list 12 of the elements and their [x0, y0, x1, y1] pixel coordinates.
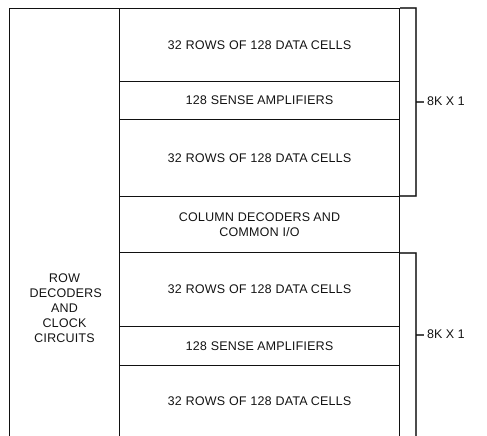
- capacity-label: 8K X 1: [427, 94, 465, 108]
- block-label: 32 ROWS OF 128 DATA CELLS: [168, 282, 352, 297]
- block-label: 32 ROWS OF 128 DATA CELLS: [168, 38, 352, 52]
- memory-block: [119, 8, 400, 82]
- block-label: COLUMN DECODERS AND COMMON I/O: [178, 210, 342, 240]
- block-label: 128 SENSE AMPLIFIERS: [186, 338, 334, 354]
- block-label: 32 ROWS OF 128 DATA CELLS: [168, 150, 352, 166]
- block-label: ROW DECODERS AND CLOCK CIRCUITS: [30, 271, 100, 346]
- decoder-block: [9, 8, 120, 436]
- block-label: 128 SENSE AMPLIFIERS: [186, 93, 334, 108]
- capacity-label: 8K X 1: [427, 327, 465, 341]
- block-label: 32 ROWS OF 128 DATA CELLS: [168, 394, 352, 409]
